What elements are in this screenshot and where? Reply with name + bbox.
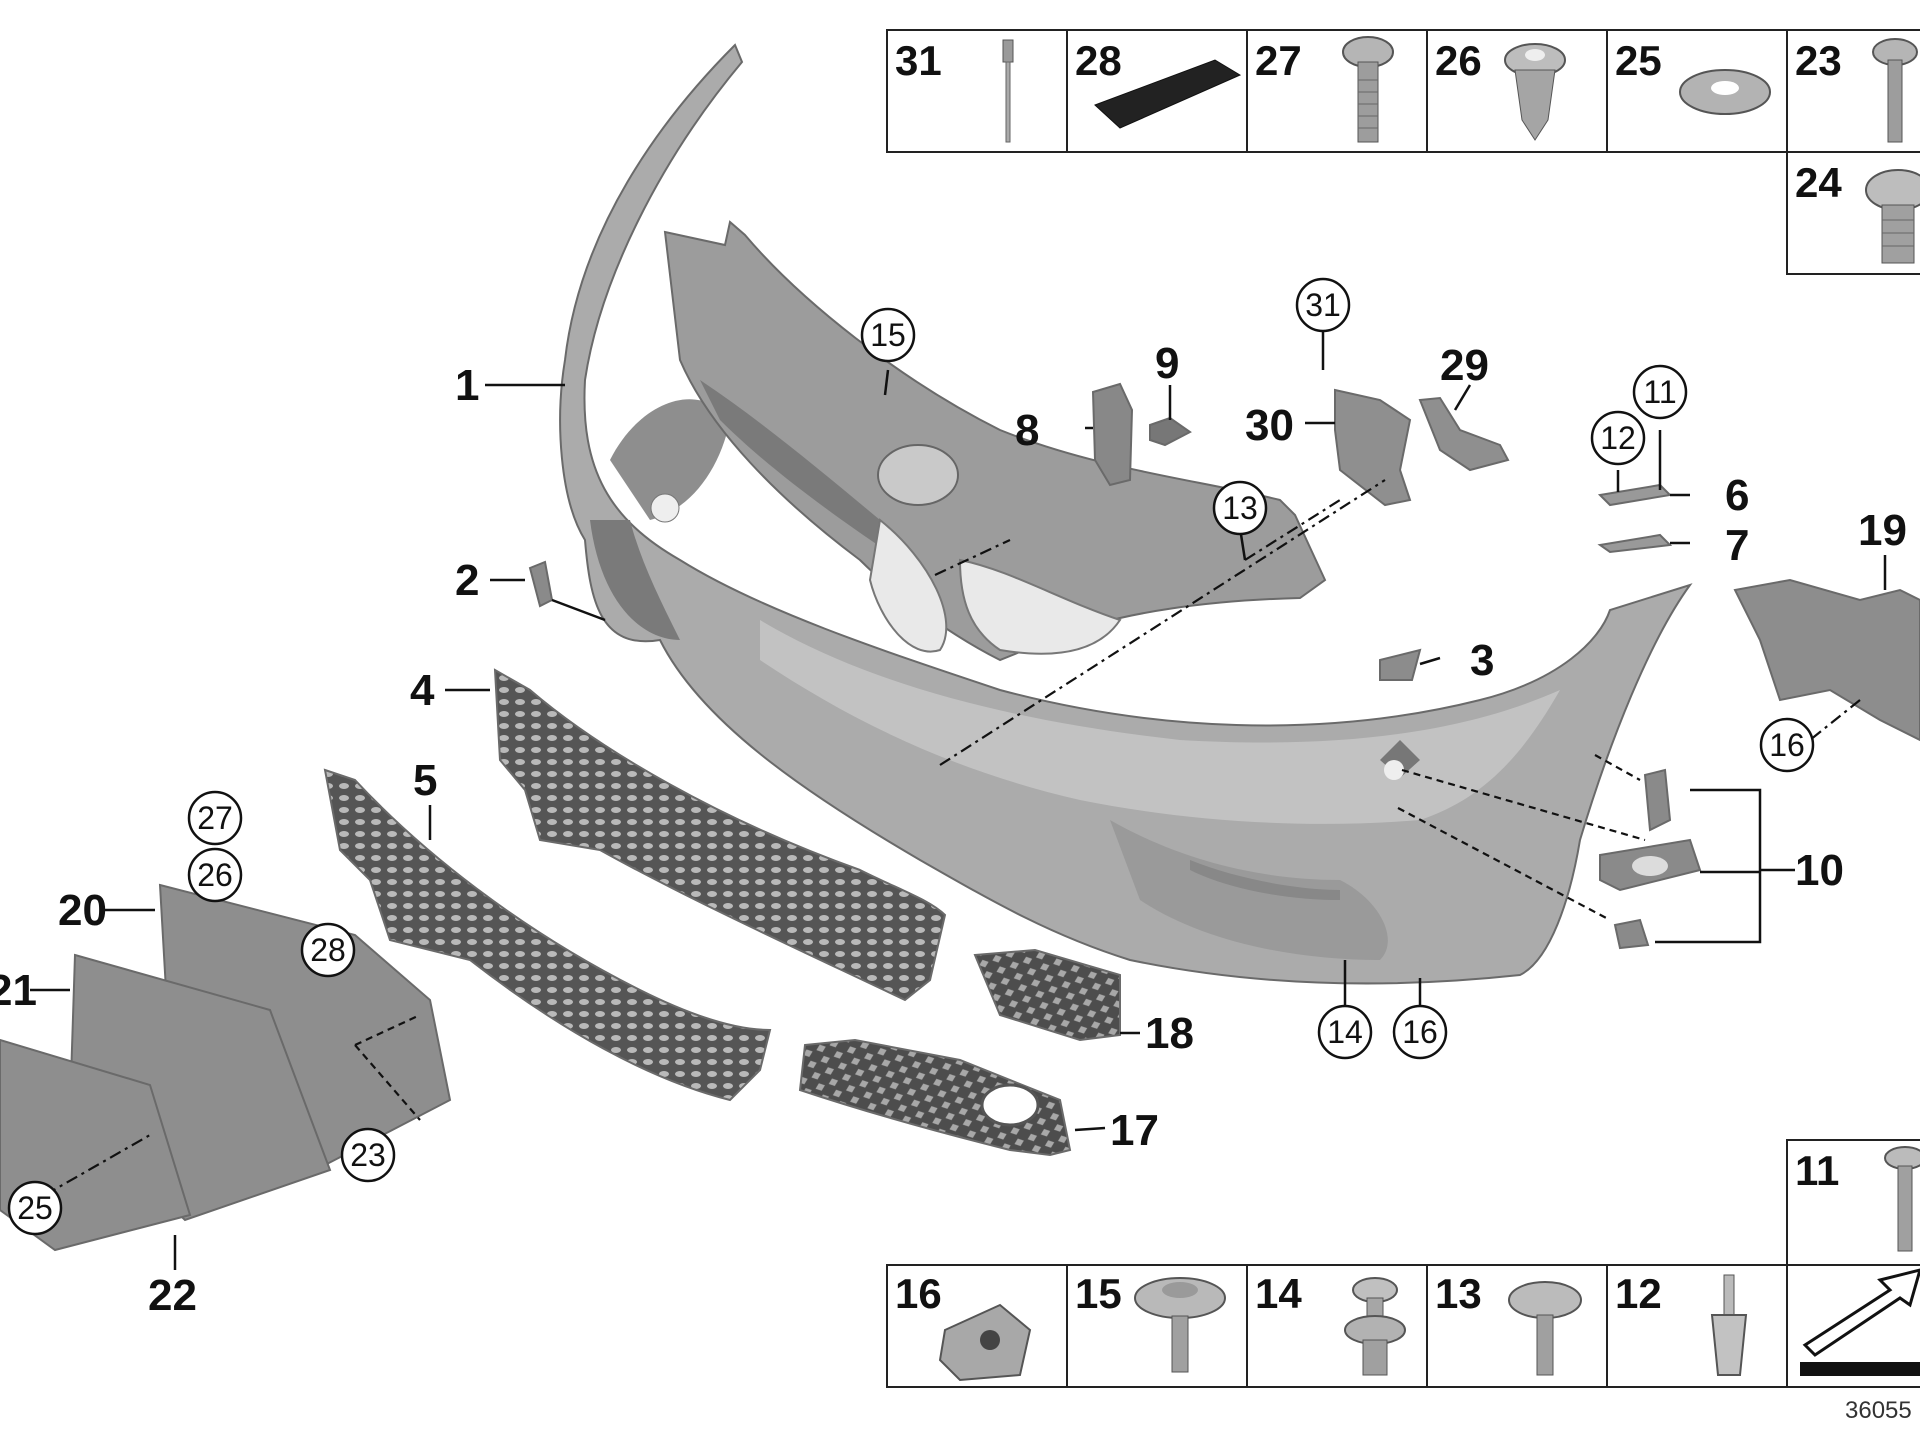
bottom-cell-label-2: 15 [1075,1270,1122,1317]
circled-15: 15 [870,317,906,353]
callout-9: 9 [1155,339,1179,388]
plug-rivet-icon [1710,1274,1748,1376]
circled-31: 31 [1305,287,1341,323]
circled-16-bottom: 16 [1402,1014,1438,1050]
bottom-cell-label-6: 11 [1795,1147,1839,1194]
circled-11: 11 [1643,374,1676,410]
top-cell-label-6: 23 [1795,37,1842,84]
circled-callouts: 15 13 31 11 12 16 14 16 27 26 28 23 25 [7,277,1815,1236]
bracket-part-9 [1149,416,1192,447]
callout-20: 20 [58,886,107,935]
callout-29: 29 [1440,341,1489,390]
top-cell-label-4: 26 [1435,37,1482,84]
upper-trim [663,220,1327,662]
circled-14: 14 [1327,1014,1363,1050]
direction-arrow-icon [1800,1268,1920,1376]
circled-16-side: 16 [1769,727,1805,763]
callout-21: 21 [0,966,37,1015]
circled-23: 23 [350,1137,386,1173]
screw-icon [1342,36,1394,143]
callout-30: 30 [1245,401,1294,450]
bracket-part-29 [1418,396,1510,472]
top-cell-label-7: 24 [1795,159,1842,206]
bracket-part-8 [1091,382,1134,487]
callout-22: 22 [148,1271,197,1320]
rivet-icon [1002,39,1014,143]
bottom-cell-label-3: 14 [1255,1270,1302,1317]
document-number: 36055 [1845,1397,1912,1424]
callout-10: 10 [1795,846,1844,895]
callout-3: 3 [1470,636,1494,685]
expansion-clip-icon [1504,43,1566,141]
circled-12: 12 [1600,420,1636,456]
callout-7: 7 [1725,521,1749,570]
top-hardware-table: 31 28 27 26 25 23 24 [886,29,1920,275]
bolt-icon [1865,169,1920,264]
circled-13: 13 [1222,490,1258,526]
callouts: 1 2 3 4 5 6 7 8 9 10 17 18 19 20 21 22 2… [0,339,1907,1320]
leader-lines [30,300,1887,1270]
callout-1: 1 [455,361,479,410]
foam-pad-icon [1094,59,1242,129]
callout-18: 18 [1145,1009,1194,1058]
callout-19: 19 [1858,506,1907,555]
callout-2: 2 [455,556,479,605]
tow-hook-cap-part [528,560,606,622]
bottom-cell-label-5: 12 [1615,1270,1662,1317]
circled-27: 27 [197,800,233,836]
push-rivet-icon [1344,1277,1406,1376]
circled-25: 25 [17,1190,53,1226]
callout-8: 8 [1015,406,1039,455]
lower-grille-part-5 [323,768,772,1102]
circled-26: 26 [197,857,233,893]
flange-screw-icon [1134,1277,1226,1373]
bracket-part-30 [1334,388,1412,507]
bracket-part-10a [1643,768,1672,832]
top-cell-label-2: 28 [1075,37,1122,84]
side-bracket-part-19 [1733,578,1920,742]
clip-nut-icon [938,1303,1032,1382]
top-cell-label-3: 27 [1255,37,1302,84]
cap-part-3 [1379,648,1422,681]
callout-5: 5 [413,756,437,805]
bottom-hardware-table: 16 15 14 13 12 11 [886,1139,1920,1388]
bracket-part-10c [1613,918,1650,950]
washer-icon [1679,69,1771,115]
callout-6: 6 [1725,471,1749,520]
fog-grille-part-17 [798,1038,1072,1157]
top-cell-label-5: 25 [1615,37,1662,84]
callout-4: 4 [410,666,435,715]
bottom-cell-label-1: 16 [895,1270,942,1317]
bottom-cell-label-4: 13 [1435,1270,1482,1317]
top-cell-label-1: 31 [895,37,942,84]
bumper-cover [559,43,1693,985]
trim-part-18 [973,948,1121,1042]
pan-screw-icon [1508,1281,1582,1376]
callout-17: 17 [1110,1106,1159,1155]
lower-grille-part-4 [493,668,947,1002]
circled-28: 28 [310,932,346,968]
clip-part-7 [1597,533,1673,554]
screw-icon-23 [1872,38,1918,143]
screw-icon-11 [1884,1146,1920,1252]
